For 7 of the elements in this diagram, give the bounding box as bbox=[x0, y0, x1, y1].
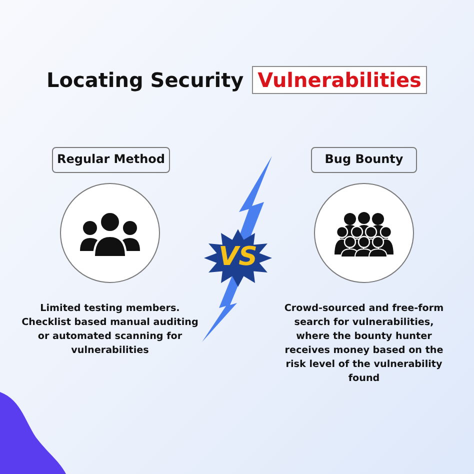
description: Crowd-sourced and free-form search for vulnerabilities, where the bounty hunter receives money based on the risk level of the vulnerability found bbox=[283, 302, 445, 386]
description: Limited testing members. Checklist based manual auditing or automated scanning for vulnerabilities bbox=[20, 302, 200, 358]
highlighted-title-word: Vulnerabilities bbox=[252, 66, 428, 94]
label-box: Bug Bounty bbox=[311, 147, 417, 173]
label-box: Regular Method bbox=[52, 147, 170, 173]
title: Locating Security bbox=[46, 68, 244, 92]
versus-text: VS bbox=[218, 242, 258, 272]
